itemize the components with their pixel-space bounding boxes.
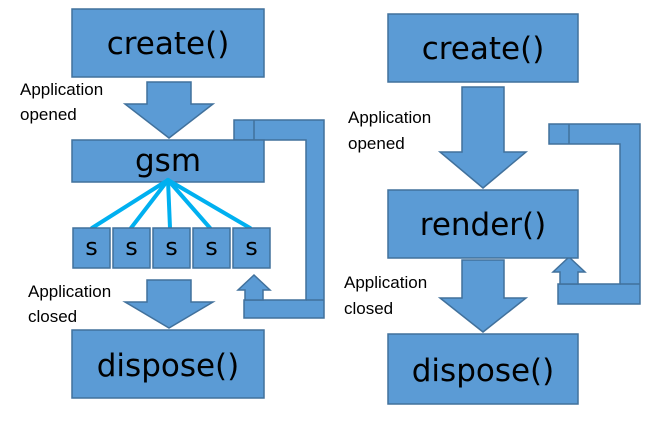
gsm-screen-connectors xyxy=(90,178,252,230)
connector-screen-5 xyxy=(166,178,252,230)
right-close-label-line2: closed xyxy=(344,299,393,318)
left-create-box xyxy=(71,8,265,78)
left-close-label-line2: closed xyxy=(28,307,77,326)
connector-screen-3 xyxy=(166,178,172,230)
left-close-arrow xyxy=(122,279,216,329)
render-box xyxy=(387,189,579,259)
right-open-arrow xyxy=(437,86,529,189)
right-dispose-text: dispose() xyxy=(412,353,555,389)
connector-screen-4 xyxy=(166,178,212,230)
right-close-label-line1: Application xyxy=(344,273,427,292)
render-text: render() xyxy=(420,207,546,243)
left-dispose-text: dispose() xyxy=(97,348,240,384)
screen-label-2: s xyxy=(125,233,138,261)
screen-label-3: s xyxy=(165,233,178,261)
right-open-label-line2: opened xyxy=(348,134,405,153)
screen-box-4 xyxy=(192,227,231,269)
right-dispose-box xyxy=(387,333,579,405)
left-open-label-line2: opened xyxy=(20,105,77,124)
screen-row: s s s s s xyxy=(72,227,271,269)
right-loop-connector xyxy=(548,123,641,305)
right-create-box xyxy=(387,13,579,83)
screen-box-3 xyxy=(152,227,191,269)
connector-screen-1 xyxy=(90,178,170,230)
right-open-label-line1: Application xyxy=(348,108,431,127)
screen-label-4: s xyxy=(205,233,218,261)
left-dispose-box xyxy=(71,329,265,399)
right-create-text: create() xyxy=(422,31,545,67)
screen-label-1: s xyxy=(85,233,98,261)
left-open-arrow xyxy=(122,81,216,139)
right-loop-up-arrow xyxy=(551,255,587,285)
gsm-text: gsm xyxy=(135,143,201,179)
right-close-arrow xyxy=(437,259,529,333)
screen-box-5 xyxy=(232,227,271,269)
screen-box-2 xyxy=(112,227,151,269)
gsm-box xyxy=(71,139,265,183)
left-flow: create() Application opened gsm s s xyxy=(20,8,325,399)
connector-screen-2 xyxy=(129,178,170,230)
left-loop-up-arrow xyxy=(236,273,272,301)
screen-box-1 xyxy=(72,227,111,269)
screen-label-5: s xyxy=(245,233,258,261)
left-create-text: create() xyxy=(107,26,230,62)
left-open-label-line1: Application xyxy=(20,80,103,99)
left-close-label-line1: Application xyxy=(28,282,111,301)
right-flow: create() Application opened render() App… xyxy=(344,13,641,405)
